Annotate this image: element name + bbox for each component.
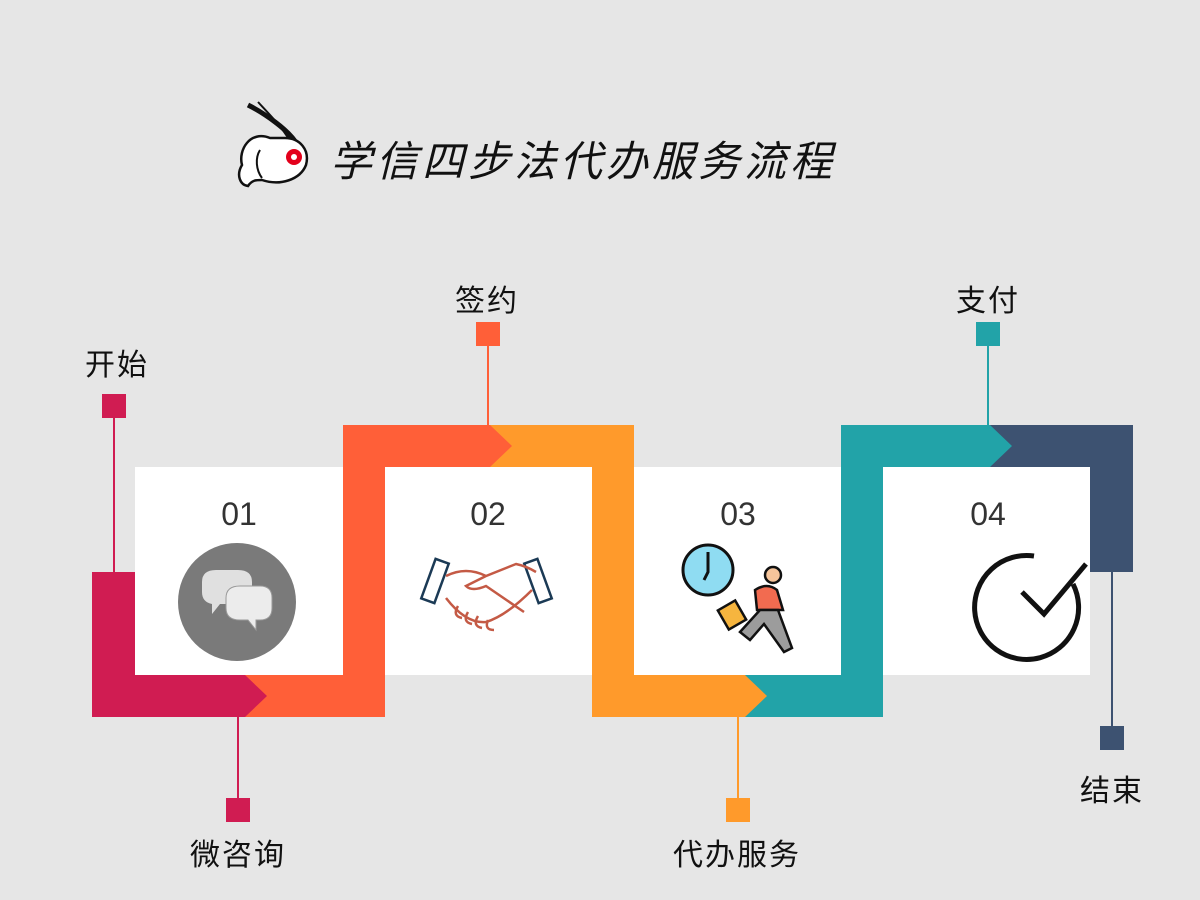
band-step2 (230, 425, 512, 717)
connector-pay (976, 322, 1000, 425)
band-step4 (730, 425, 1012, 717)
connector-start (102, 394, 126, 572)
step-number-4: 04 (970, 496, 1006, 532)
connector-consult (226, 717, 250, 822)
label-consult: 微咨询 (190, 838, 286, 873)
band-step3 (475, 425, 767, 717)
band-step1 (92, 572, 267, 717)
connector-end (1100, 572, 1124, 750)
label-service: 代办服务 (673, 838, 801, 873)
connector-service (726, 717, 750, 822)
check-circle-icon (972, 552, 1088, 662)
step-number-1: 01 (221, 496, 257, 532)
handshake-icon (419, 557, 554, 632)
step-number-3: 03 (720, 496, 756, 532)
connector-sign (476, 322, 500, 425)
label-pay: 支付 (956, 284, 1020, 319)
label-end: 结束 (1080, 774, 1144, 809)
chat-bubbles-icon (178, 543, 296, 661)
rabbit-logo (237, 101, 309, 188)
step-card-2 (385, 467, 592, 675)
step-number-2: 02 (470, 496, 506, 532)
band-end (975, 425, 1133, 572)
page-title: 学信四步法代办服务流程 (330, 137, 837, 186)
label-start: 开始 (85, 348, 149, 383)
label-sign: 签约 (455, 284, 519, 319)
running-late-clock-icon (681, 543, 794, 654)
step-card-3 (634, 467, 841, 675)
